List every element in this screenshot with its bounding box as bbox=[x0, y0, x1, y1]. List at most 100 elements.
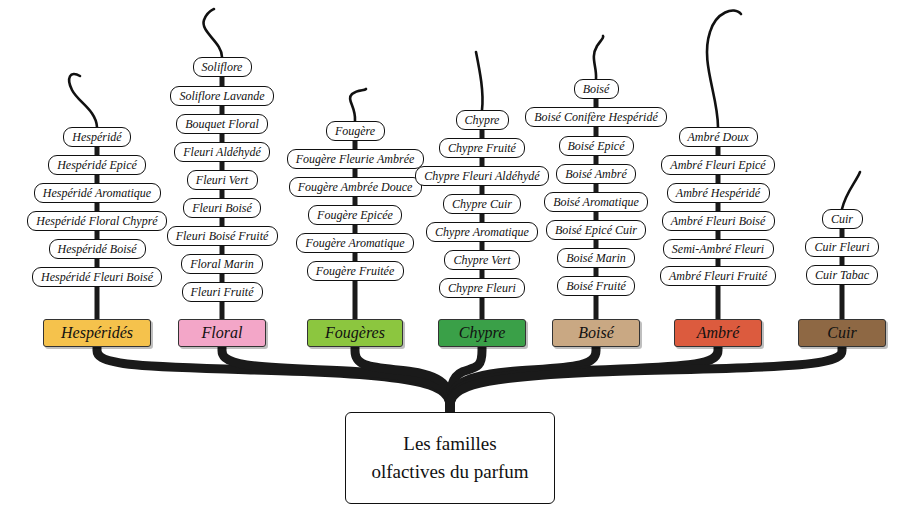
node-text: Chypre Fleuri Aldéhydé bbox=[424, 169, 539, 184]
tree-stem bbox=[220, 246, 225, 254]
subfamily-pill: Fleuri Vert bbox=[187, 170, 258, 190]
tree-stem bbox=[840, 257, 845, 265]
tree-branch bbox=[450, 347, 842, 412]
node-text: Ambré Fleuri Boisé bbox=[671, 214, 766, 229]
subfamily-pill: Chypre Fleuri bbox=[439, 278, 525, 298]
title-scroll: Les familles olfactives du parfum bbox=[345, 412, 555, 504]
subfamily-pill: Ambré Fleuri Epicé bbox=[661, 155, 775, 175]
node-text: Boisé Epicé Cuir bbox=[555, 223, 637, 238]
node-text: Hespéridé Floral Chypré bbox=[36, 214, 157, 229]
node-text: Ambré Doux bbox=[688, 130, 749, 145]
stem-curl bbox=[842, 172, 860, 209]
subfamily-pill: Boisé bbox=[574, 79, 619, 99]
subfamily-pill: Fougère bbox=[326, 121, 385, 141]
family-banner: Floral bbox=[178, 319, 266, 347]
subfamily-pill: Floral Marin bbox=[181, 254, 263, 274]
node-text: Fleuri Aldéhydé bbox=[183, 145, 260, 160]
subfamily-pill: Fleuri Boisé Fruité bbox=[167, 226, 278, 246]
subfamily-pill: Soliflore Lavande bbox=[170, 86, 274, 106]
subfamily-pill: Hespéridé Boisé bbox=[49, 239, 146, 259]
node-text: Fougère Epicée bbox=[317, 208, 393, 223]
tree-stem bbox=[95, 259, 100, 267]
stem-curl bbox=[204, 9, 222, 57]
tree-branch bbox=[222, 347, 450, 412]
tree-stem bbox=[480, 270, 485, 278]
tree-stem bbox=[594, 127, 599, 136]
tree-stem bbox=[594, 184, 599, 192]
subfamily-pill: Boisé Ambré bbox=[556, 164, 636, 184]
node-text: Fougère Fruitée bbox=[316, 264, 395, 279]
subfamily-pill: Hespéridé Epicé bbox=[48, 155, 146, 175]
subfamily-pill: Semi-Ambré Fleuri bbox=[663, 239, 774, 259]
subfamily-pill: Fougère Aromatique bbox=[296, 233, 414, 253]
tree-stem bbox=[480, 130, 485, 138]
tree-stem bbox=[594, 99, 599, 107]
subfamily-pill: Boisé Conifère Hespéridé bbox=[525, 107, 667, 127]
tree-branch bbox=[355, 347, 450, 412]
node-text: Floral Marin bbox=[190, 257, 254, 272]
tree-stem bbox=[353, 225, 358, 233]
node-text: Chypre Fleuri bbox=[448, 281, 516, 296]
subfamily-pill: Fougère Ambrée Douce bbox=[289, 177, 422, 197]
subfamily-pill: Ambré Fleuri Boisé bbox=[662, 211, 775, 231]
node-text: Ambré bbox=[697, 324, 740, 342]
tree-stem bbox=[840, 229, 845, 237]
subfamily-pill: Cuir Tabac bbox=[806, 265, 878, 285]
node-text: Les familles olfactives du parfum bbox=[370, 430, 530, 485]
node-text: Boisé bbox=[578, 324, 614, 342]
family-banner: Hespéridés bbox=[43, 319, 151, 347]
node-text: Fougère Ambrée Douce bbox=[298, 180, 413, 195]
family-banner: Ambré bbox=[674, 319, 762, 347]
tree-stem bbox=[480, 186, 485, 194]
tree-stem bbox=[353, 197, 358, 205]
node-text: Bouquet Floral bbox=[185, 117, 259, 132]
subfamily-pill: Hespéridé Aromatique bbox=[34, 183, 161, 203]
stem-curl bbox=[476, 52, 483, 110]
subfamily-pill: Boisé Aromatique bbox=[544, 192, 648, 212]
node-text: Fleuri Fruité bbox=[191, 285, 254, 300]
tree-stem bbox=[353, 281, 358, 319]
subfamily-pill: Chypre Cuir bbox=[443, 194, 521, 214]
tree-stem bbox=[353, 169, 358, 177]
tree-stem bbox=[480, 158, 485, 166]
node-text: Soliflore Lavande bbox=[179, 89, 264, 104]
node-text: Fougère Aromatique bbox=[305, 236, 404, 251]
subfamily-pill: Chypre Aromatique bbox=[426, 222, 538, 242]
node-text: Hespéridé Boisé bbox=[58, 242, 137, 257]
node-text: Soliflore bbox=[202, 60, 243, 75]
subfamily-pill: Hespéridé Floral Chypré bbox=[27, 211, 167, 231]
subfamily-pill: Fleuri Boisé bbox=[183, 198, 261, 218]
tree-stem bbox=[594, 268, 599, 276]
tree-stem bbox=[220, 134, 225, 142]
tree-stem bbox=[95, 147, 100, 155]
subfamily-pill: Chypre bbox=[456, 110, 509, 130]
tree-stem bbox=[716, 286, 721, 319]
subfamily-pill: Boisé Marin bbox=[557, 248, 635, 268]
tree-stem bbox=[220, 190, 225, 198]
node-text: Cuir bbox=[831, 212, 853, 227]
node-text: Fougères bbox=[325, 324, 385, 342]
tree-stem bbox=[220, 106, 225, 114]
family-banner: Cuir bbox=[798, 319, 886, 347]
node-text: Boisé Ambré bbox=[565, 167, 626, 182]
subfamily-pill: Chypre Fruité bbox=[439, 138, 525, 158]
subfamily-pill: Hespéridé bbox=[63, 127, 131, 147]
subfamily-pill: Bouquet Floral bbox=[176, 114, 268, 134]
stem-curl bbox=[594, 36, 603, 79]
node-text: Semi-Ambré Fleuri bbox=[672, 242, 764, 257]
tree-stem bbox=[220, 274, 225, 282]
tree-stem bbox=[480, 242, 485, 250]
node-text: Chypre bbox=[465, 113, 500, 128]
subfamily-pill: Boisé Epicé Cuir bbox=[546, 220, 646, 240]
tree-stem bbox=[353, 141, 358, 149]
tree-stem bbox=[716, 259, 721, 266]
node-text: Cuir bbox=[827, 324, 856, 342]
node-text: Fougère Fleurie Ambrée bbox=[296, 152, 415, 167]
node-text: Ambré Fleuri Fruité bbox=[669, 269, 767, 284]
tree-stem bbox=[840, 285, 845, 319]
subfamily-pill: Boisé Fruité bbox=[557, 276, 635, 296]
subfamily-pill: Cuir bbox=[822, 209, 863, 229]
node-text: Fleuri Boisé bbox=[192, 201, 252, 216]
node-text: Fleuri Vert bbox=[196, 173, 248, 188]
subfamily-pill: Chypre Fleuri Aldéhydé bbox=[415, 166, 549, 186]
